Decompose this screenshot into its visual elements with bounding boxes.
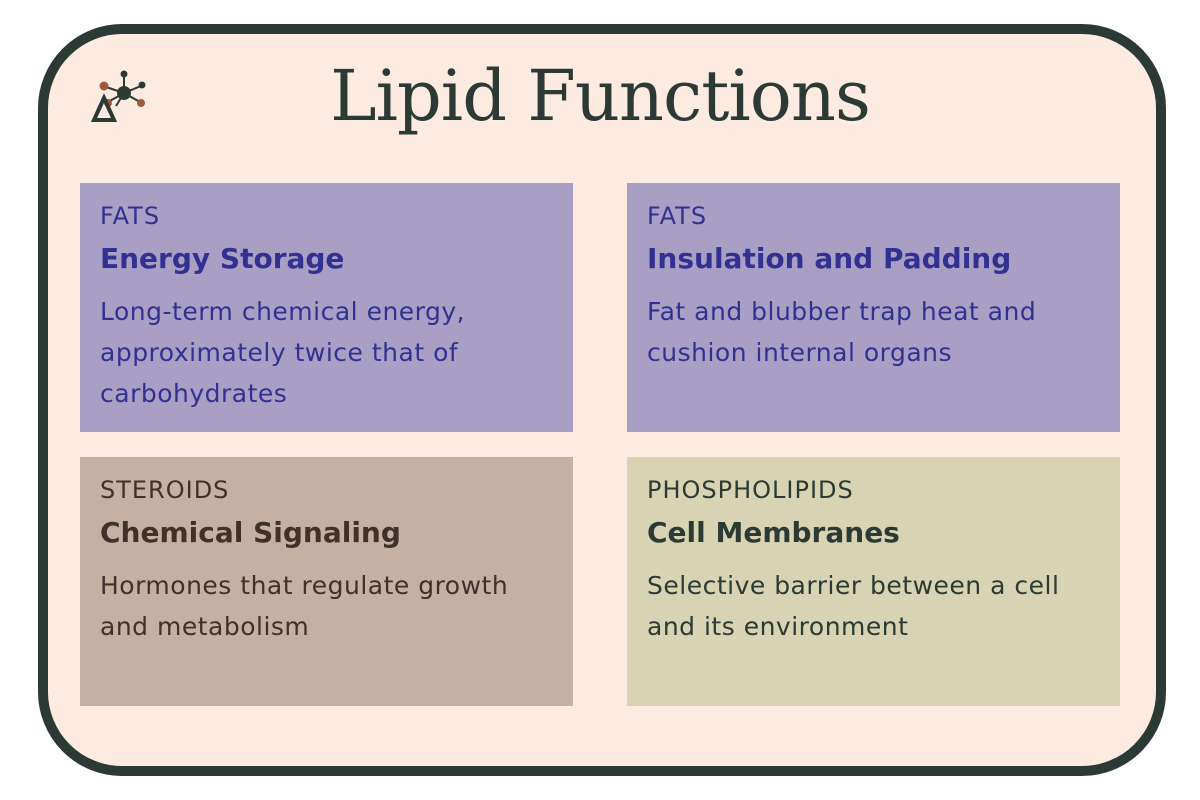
- card-energy-storage: FATS Energy Storage Long-term chemical e…: [80, 183, 573, 432]
- card-category: FATS: [647, 202, 708, 230]
- card-category: FATS: [100, 202, 161, 230]
- card-heading: Cell Membranes: [647, 516, 900, 549]
- card-description: Fat and blubber trap heat and cushion in…: [647, 297, 1037, 367]
- card-heading: Chemical Signaling: [100, 516, 401, 549]
- card-description: Selective barrier between a cell and its…: [647, 571, 1060, 641]
- card-category: STEROIDS: [100, 476, 230, 504]
- card-chemical-signaling: STEROIDS Chemical Signaling Hormones tha…: [80, 457, 573, 706]
- card-heading: Energy Storage: [100, 242, 345, 275]
- card-insulation-padding: FATS Insulation and Padding Fat and blub…: [627, 183, 1120, 432]
- molecule-triangle-icon: [90, 70, 146, 122]
- page-title: Lipid Functions: [330, 55, 871, 137]
- card-heading: Insulation and Padding: [647, 242, 1012, 275]
- card-description: Hormones that regulate growth and metabo…: [100, 571, 509, 641]
- card-description: Long-term chemical energy, approximately…: [100, 297, 466, 408]
- card-cell-membranes: PHOSPHOLIPIDS Cell Membranes Selective b…: [627, 457, 1120, 706]
- card-category: PHOSPHOLIPIDS: [647, 476, 854, 504]
